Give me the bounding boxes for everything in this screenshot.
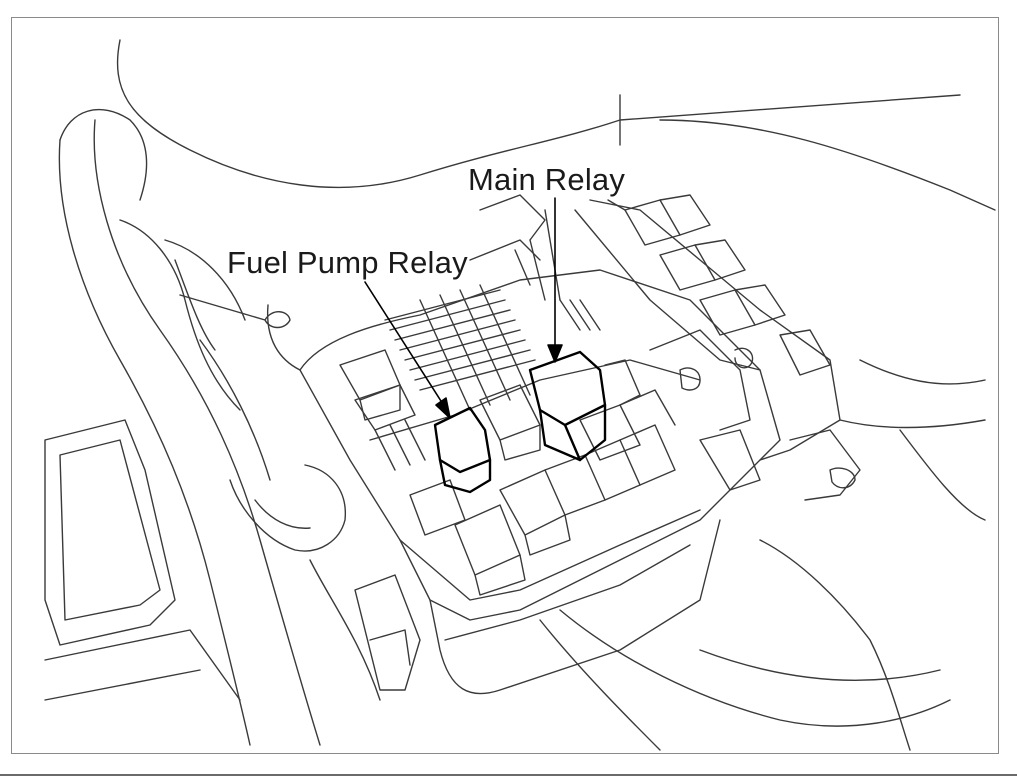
- vehicle-body-contours: [44, 39, 996, 751]
- fuel-pump-relay-leader-line: [364, 281, 449, 413]
- fuel-pump-relay-arrowhead: [435, 397, 451, 419]
- relay-box-housing: [264, 194, 861, 695]
- main-relay-label: Main Relay: [468, 162, 626, 197]
- relay-cubes: [339, 194, 831, 596]
- fuel-pump-relay-label: Fuel Pump Relay: [227, 245, 468, 280]
- main-relay-outline: [528, 350, 607, 462]
- bottom-rule: [0, 774, 1017, 776]
- leader-arrows: [364, 197, 563, 419]
- fuel-pump-relay-outline: [433, 406, 492, 494]
- main-relay-arrowhead: [547, 344, 563, 363]
- fuse-block-ridges: [374, 284, 601, 471]
